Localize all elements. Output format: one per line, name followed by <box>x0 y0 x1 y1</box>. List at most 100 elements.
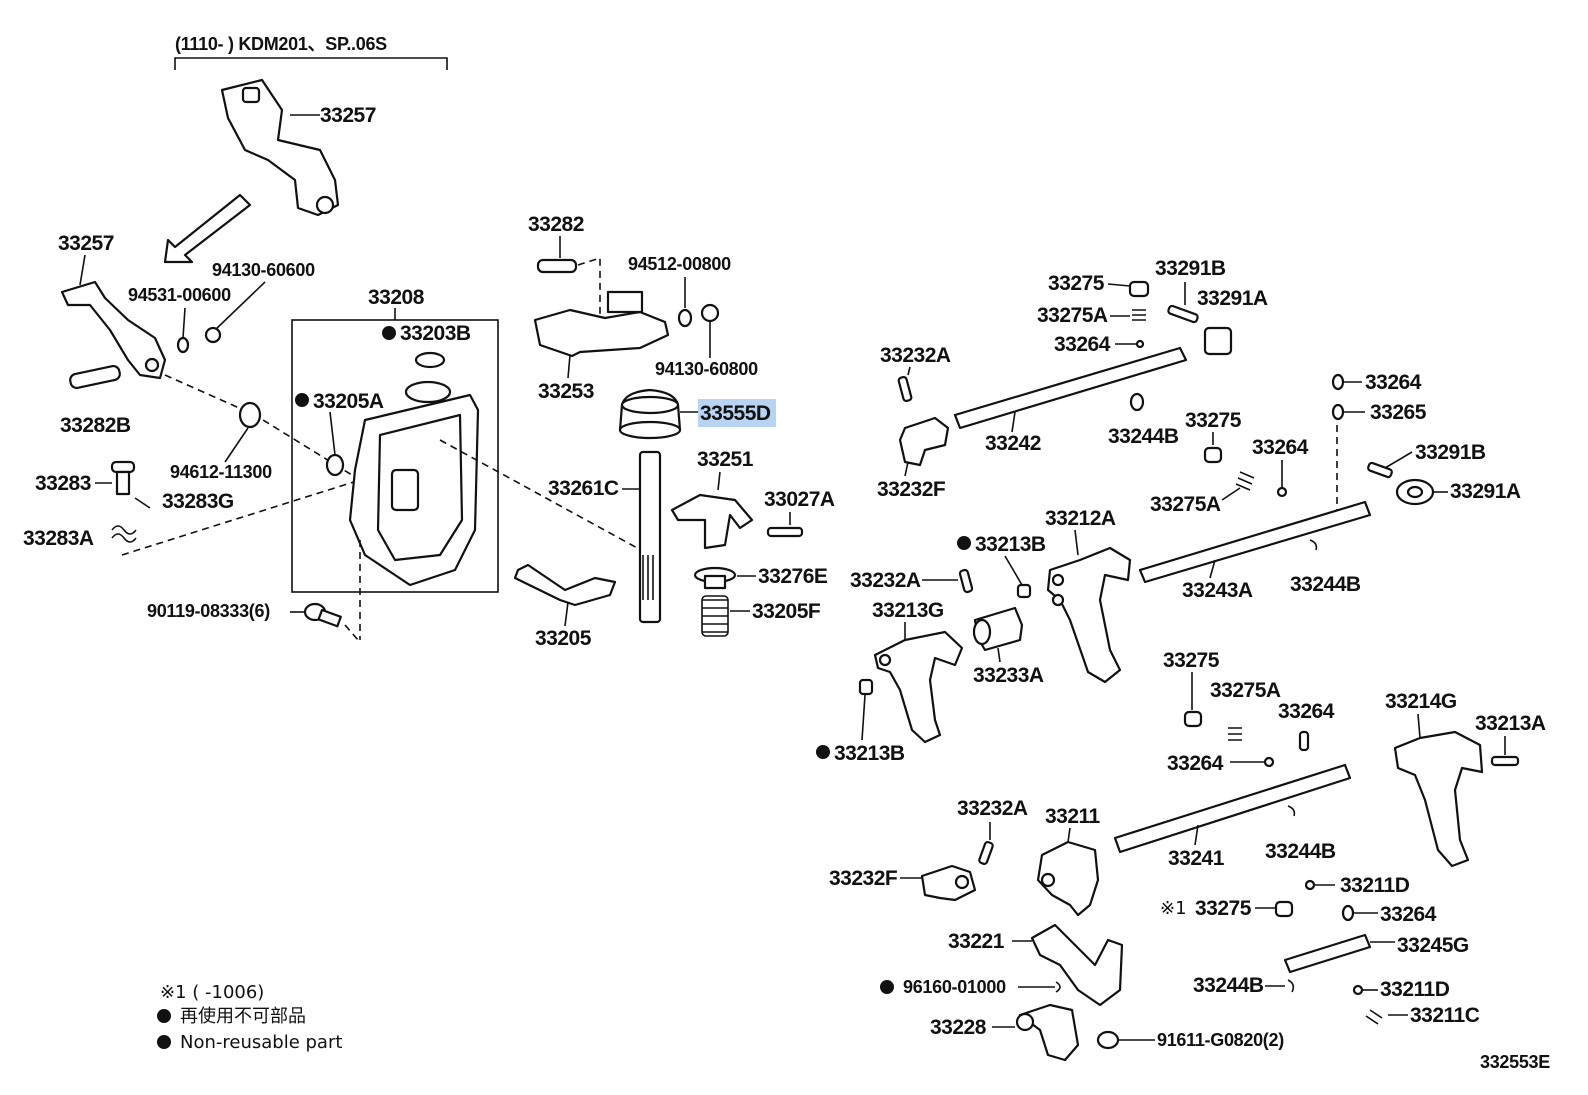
label-33275-b: 33275 <box>1185 409 1242 432</box>
label-33205A: 33205A <box>313 390 384 413</box>
legend-non-reusable-en: Non-reusable part <box>180 1032 342 1053</box>
label-33232A-a: 33232A <box>880 344 951 367</box>
mark-x1: ※1 <box>1160 898 1187 919</box>
label-33283: 33283 <box>35 472 91 495</box>
part-33233A <box>972 606 1024 652</box>
label-33291A-b: 33291A <box>1450 480 1521 503</box>
part-33251 <box>670 493 754 550</box>
label-90119-08333: 90119-08333(6) <box>147 601 270 621</box>
part-33243A-shaft <box>1138 500 1372 584</box>
part-33276E <box>693 566 737 590</box>
label-33257: 33257 <box>58 232 114 255</box>
label-33221: 33221 <box>948 930 1005 953</box>
header-bracket: (1110- ) KDM201、SP..06S <box>174 34 448 70</box>
label-33232F-a: 33232F <box>877 478 946 501</box>
label-33027A: 33027A <box>764 488 835 511</box>
part-33221 <box>1030 923 1124 1007</box>
label-33283A: 33283A <box>23 527 94 550</box>
label-33276E: 33276E <box>758 565 828 588</box>
label-33244B-b: 33244B <box>1290 573 1361 596</box>
label-33228: 33228 <box>930 1016 987 1039</box>
label-33261C: 33261C <box>548 477 619 500</box>
part-33211 <box>1036 840 1100 917</box>
label-91611-G0820: 91611-G0820(2) <box>1157 1030 1284 1050</box>
label-33211D-a: 33211D <box>1340 874 1410 897</box>
label-33291B-b: 33291B <box>1415 441 1486 464</box>
part-33257-upper <box>220 78 340 217</box>
label-33265: 33265 <box>1370 401 1427 424</box>
label-33251: 33251 <box>697 448 754 471</box>
label-33232A-c: 33232A <box>957 797 1028 820</box>
label-33243A: 33243A <box>1182 579 1253 602</box>
label-33275A-c: 33275A <box>1210 679 1281 702</box>
label-33555D[interactable]: 33555D <box>700 402 771 425</box>
part-33213G-fork <box>873 630 964 744</box>
label-33214G: 33214G <box>1385 690 1457 713</box>
label-33282: 33282 <box>528 213 584 236</box>
part-33228 <box>1015 1003 1080 1062</box>
part-33241-shaft <box>1113 763 1352 854</box>
part-33212A-fork <box>1046 546 1132 684</box>
label-33245G: 33245G <box>1397 934 1469 957</box>
label-33232F-b: 33232F <box>829 867 898 890</box>
legend: ※1 ( -1006) 再使用不可部品 Non-reusable part <box>157 982 342 1053</box>
part-33555D-boot <box>618 388 682 440</box>
part-33232F-a <box>898 416 950 467</box>
part-91611-bolt <box>1096 1030 1120 1050</box>
legend-non-reusable-ja: 再使用不可部品 <box>180 1006 306 1027</box>
legend-note1: ※1 ( -1006) <box>160 982 264 1003</box>
highlight-33555D <box>698 399 776 427</box>
header-note: (1110- ) KDM201、SP..06S <box>175 34 387 54</box>
part-33245G-shaft <box>1283 933 1372 974</box>
part-33242-shaft <box>953 346 1188 430</box>
label-33264-c: 33264 <box>1252 436 1309 459</box>
label-33205F: 33205F <box>752 600 821 623</box>
label-33264-b: 33264 <box>1365 371 1422 394</box>
label-33213G: 33213G <box>872 599 944 622</box>
label-33205: 33205 <box>535 627 592 650</box>
part-33232F-b <box>920 864 977 902</box>
label-33211C: 33211C <box>1410 1004 1480 1027</box>
part-33205-lever <box>513 563 617 607</box>
label-33211D-b: 33211D <box>1380 978 1450 1001</box>
label-33264-d: 33264 <box>1278 700 1335 723</box>
part-33283A-spring <box>111 525 137 543</box>
label-33213A: 33213A <box>1475 712 1546 735</box>
part-33253 <box>533 290 670 358</box>
label-94512-00800: 94512-00800 <box>628 254 731 274</box>
label-94531-00600: 94531-00600 <box>128 285 231 305</box>
figure-code: 332553E <box>1480 1052 1550 1072</box>
label-33213B-b: 33213B <box>834 742 905 765</box>
label-33275-c: 33275 <box>1163 649 1220 672</box>
label-33213B-a: 33213B <box>975 533 1046 556</box>
label-94130-60600: 94130-60600 <box>212 260 315 280</box>
label-33291A-a: 33291A <box>1197 287 1268 310</box>
label-33275-d: 33275 <box>1195 897 1252 920</box>
label-33264-e: 33264 <box>1167 752 1224 775</box>
label-33275-a: 33275 <box>1048 272 1105 295</box>
label-33241: 33241 <box>1168 847 1225 870</box>
label-96160-01000: 96160-01000 <box>903 977 1006 997</box>
label-33264-a: 33264 <box>1054 333 1111 356</box>
label-33257-top: 33257 <box>320 104 376 127</box>
label-33283G: 33283G <box>162 490 234 513</box>
label-33244B-a: 33244B <box>1108 425 1179 448</box>
direction-arrow <box>163 193 252 264</box>
label-33291B-a: 33291B <box>1155 257 1226 280</box>
part-33283 <box>110 460 136 496</box>
label-94612-11300: 94612-11300 <box>170 462 272 482</box>
part-33261C-shaft <box>638 450 662 624</box>
part-33257-lower <box>60 280 167 380</box>
label-33211: 33211 <box>1045 805 1101 828</box>
housing-frame <box>291 319 499 593</box>
label-33282B: 33282B <box>60 414 131 437</box>
label-33232A-b: 33232A <box>850 569 921 592</box>
part-90119-bolt <box>303 602 342 628</box>
label-33212A: 33212A <box>1045 507 1116 530</box>
label-33264-f: 33264 <box>1380 903 1437 926</box>
label-33242: 33242 <box>985 432 1041 455</box>
label-33244B-c: 33244B <box>1265 840 1336 863</box>
label-94130-60800: 94130-60800 <box>655 359 758 379</box>
part-33214G-fork <box>1393 730 1484 868</box>
